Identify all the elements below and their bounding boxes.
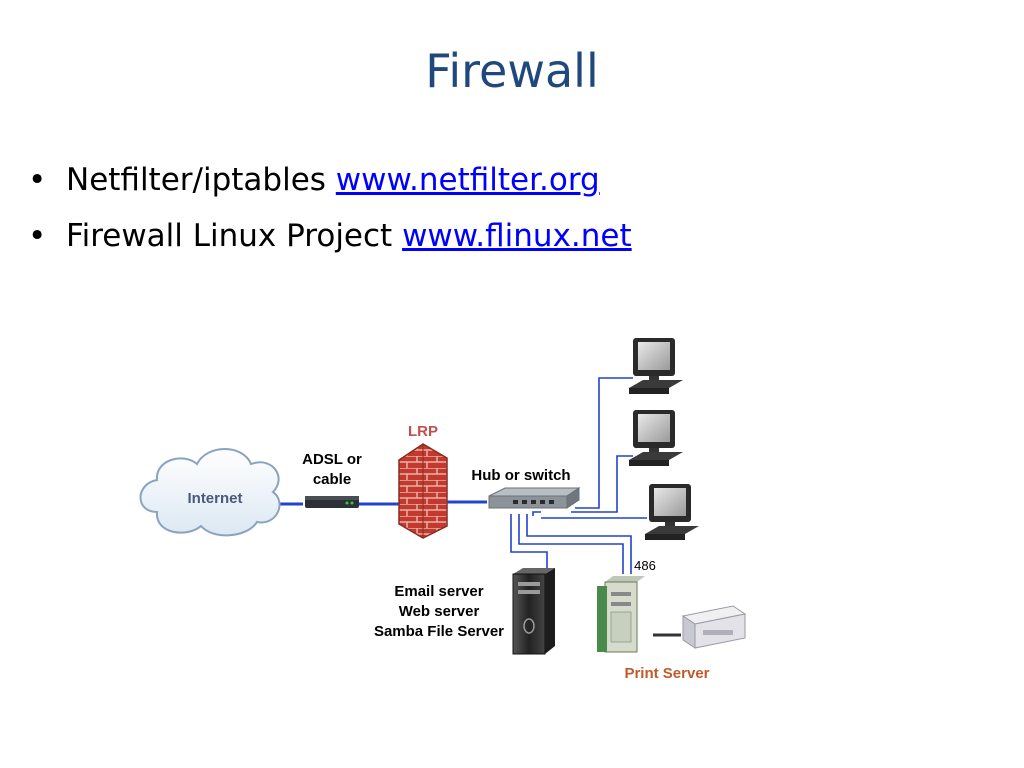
hub-486-line-a [518, 514, 624, 574]
hub-label: Hub or switch [471, 467, 570, 484]
adsl-label-line1: ADSL or [302, 451, 362, 468]
hub-pc2-line [571, 455, 633, 513]
print-server-label: Print Server [624, 665, 709, 682]
bullet-text: Netfilter/iptables [66, 162, 336, 198]
bullet-item-flinux: • Firewall Linux Project www.flinux.net [28, 218, 632, 254]
server-tower-icon [512, 568, 555, 655]
internet-cloud-icon [139, 448, 281, 537]
adsl-label-line2: cable [313, 471, 351, 488]
server-label-line1: Email server [394, 583, 483, 600]
adsl-modem-icon [305, 496, 359, 508]
server-label-line3: Samba File Server [374, 623, 504, 640]
network-diagram-svg: Internet ADSL or cable LRP Hub or swit [139, 338, 747, 682]
bullet-marker: • [28, 218, 47, 254]
print-server-pc-icon [597, 576, 645, 653]
workstation-3-icon [645, 484, 699, 540]
netfilter-link[interactable]: www.netfilter.org [335, 162, 600, 198]
connection-lines [267, 377, 681, 637]
hub-switch-icon [488, 487, 581, 509]
workstation-2-icon [629, 410, 683, 466]
bullet-text: Firewall Linux Project [66, 218, 403, 254]
bullet-marker: • [28, 162, 47, 198]
bullet-list: • Netfilter/iptables www.netfilter.org • F… [28, 162, 632, 274]
hub-server-line-a [510, 514, 548, 572]
printer-icon [681, 605, 747, 649]
flinux-link[interactable]: www.flinux.net [402, 218, 632, 254]
hub-486-line-b [526, 514, 632, 574]
network-diagram: Internet ADSL or cable LRP Hub or swit [127, 312, 777, 727]
server-label-line2: Web server [399, 603, 480, 620]
hub-pc1-line [575, 377, 633, 509]
slide-title: Firewall [425, 44, 599, 98]
lrp-label: LRP [408, 423, 438, 440]
label-486: 486 [634, 558, 656, 573]
hub-port-stub [532, 511, 541, 516]
internet-label: Internet [187, 490, 242, 507]
bullet-item-netfilter: • Netfilter/iptables www.netfilter.org [28, 162, 632, 198]
workstation-1-icon [629, 338, 683, 394]
brick-wall-firewall-icon [398, 443, 448, 539]
